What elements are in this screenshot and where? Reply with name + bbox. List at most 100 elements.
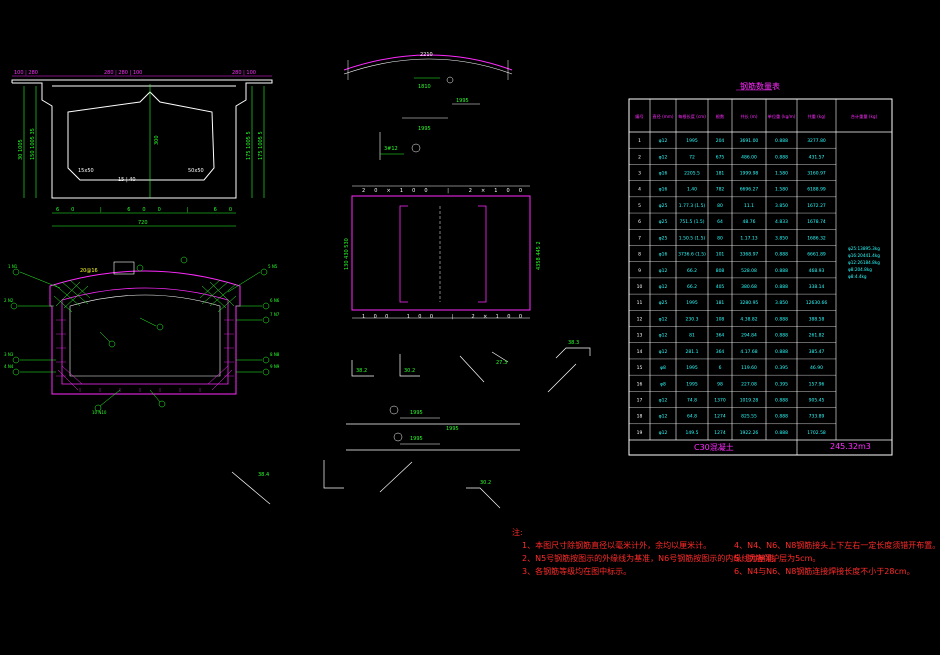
table-header-cell: 编号: [635, 113, 643, 120]
plan-dim-top-text: 20×100 | 2×100: [362, 188, 522, 194]
table-row-rules: [629, 148, 836, 424]
table-cell: 1686.32: [807, 235, 826, 241]
table-cell: 0.888: [775, 349, 788, 355]
table-cell: 1.50.5 (1.5): [679, 235, 706, 241]
table-cell: 48.76: [743, 219, 756, 225]
table-cell: φ12: [659, 138, 668, 144]
table-cell: 0.395: [775, 381, 788, 387]
table-cell: 1: [638, 138, 641, 144]
haunch-hatch-right: [199, 279, 237, 313]
table-cell: 5: [638, 203, 641, 209]
note-4: 4、N4、N6、N8钢筋接头上下左右一定长度须错开布置。: [734, 541, 940, 550]
table-cell: 9: [638, 268, 641, 274]
table-cell: φ8: [660, 365, 666, 371]
dim-mid-vertical: 300: [154, 135, 160, 145]
table-cell: 431.57: [809, 154, 825, 160]
table-total-line: φ8:4.4kg: [848, 274, 867, 279]
arch-dim-3: 1810: [418, 84, 431, 90]
dim-base-1: 60 | 600 | 60: [56, 207, 232, 213]
table-cell: φ12: [659, 284, 668, 290]
table-cell: 19: [637, 430, 643, 436]
table-cell: 17: [637, 397, 643, 403]
table-cell: 0.395: [775, 365, 788, 371]
bar-shape-2: [399, 354, 420, 377]
table-cell: 1995: [686, 365, 698, 371]
bar-dim-6: 38.3: [568, 340, 579, 346]
table-cell: 733.89: [809, 414, 825, 420]
table-header-cell: 每根长度 (cm): [678, 113, 706, 120]
table-cell: 11: [637, 300, 643, 306]
table-column-rules: [649, 99, 837, 440]
table-cell: 6: [638, 219, 641, 225]
table-cell: 72: [689, 154, 695, 160]
bar-shape-details: 38.2 30.2 27.3 1995 1995 38.3 1995 38.4 …: [231, 340, 591, 509]
table-cell: 4.38.82: [740, 316, 757, 322]
table-cell: 0.888: [775, 252, 788, 258]
table-cell: 12630.66: [806, 300, 828, 306]
notes-heading: 注:: [512, 528, 523, 537]
rebar-callout-label: 2 N2: [4, 298, 14, 303]
table-total-line: φ12:26184.8kg: [848, 260, 880, 265]
table-cell: 16: [637, 381, 643, 387]
plan-dim-bottom-text: 100 100 | 2×100: [362, 314, 522, 320]
table-cell: 13: [637, 333, 643, 339]
table-cell: 751.5 (1.5): [680, 219, 705, 225]
table-cell: 1995: [686, 300, 698, 306]
table-cell: 1995: [686, 381, 698, 387]
table-cell: 364: [716, 349, 725, 355]
rebar-callout-label: 10 N10: [92, 410, 107, 415]
table-cell: 10: [637, 284, 643, 290]
table-cell: 1274: [714, 414, 726, 420]
table-cell: 2: [638, 154, 641, 160]
table-header-cell: 共长 (m): [740, 113, 757, 120]
table-cell: 905.45: [809, 397, 825, 403]
arch-dim-1: 1995: [418, 126, 431, 132]
table-cell: 1922.26: [740, 430, 759, 436]
table-cell: φ12: [659, 316, 668, 322]
arch-dim-2: 2210: [420, 52, 433, 58]
table-cell: 1999.98: [740, 171, 759, 177]
arch-rebar-detail: 1995 2210 1810 3#12 1995: [343, 52, 513, 160]
table-cell: 64.8: [687, 414, 697, 420]
rebar-callout-label: 3 N3: [4, 352, 14, 357]
table-frame: [628, 98, 893, 456]
table-cell: 101: [716, 252, 725, 258]
table-cell: 0.888: [775, 333, 788, 339]
table-cell: 3280.95: [740, 300, 759, 306]
table-cell: 80: [717, 235, 723, 241]
table-cell: 1702.58: [807, 430, 826, 436]
table-title: 钢筋数量表: [740, 82, 780, 91]
table-cell: 4: [638, 187, 641, 193]
table-cell: 0.888: [775, 138, 788, 144]
table-cell: 675: [716, 154, 725, 160]
note-1: 1、本图尺寸除钢筋直径以毫米计外，余均以厘米计。: [522, 541, 712, 550]
table-cell: 1.77.3 (1.5): [679, 203, 706, 209]
arch-marker-1: [446, 76, 454, 84]
table-cell: 0.888: [775, 430, 788, 436]
table-cell: 782: [716, 187, 725, 193]
bar-dim-7: 1995: [446, 426, 459, 432]
table-cell: 80: [717, 203, 723, 209]
rebar-leaders: [18, 271, 262, 407]
notes-block-left: 注: 1、本图尺寸除钢筋直径以毫米计外，余均以厘米计。 2、N5号钢筋按图示的外…: [512, 526, 781, 578]
bar-shape-5: [555, 347, 591, 359]
table-cell: 3: [638, 171, 641, 177]
table-cell: 1370: [714, 397, 726, 403]
table-cell: φ12: [659, 333, 668, 339]
note-2: 2、N5号钢筋按图示的外缘线为基准，N6号钢筋按图示的内缘线为基准。: [522, 554, 782, 563]
table-cell: 338.14: [809, 284, 825, 290]
table-header-cell: 直径 (mm): [652, 113, 673, 119]
table-cell: 3277.80: [807, 138, 826, 144]
table-cell: 3.850: [775, 203, 788, 209]
table-cell: 468.93: [809, 268, 825, 274]
rebar-callout-label: 8 N8: [270, 352, 280, 357]
table-cell: φ12: [659, 397, 668, 403]
haunch-hatch-left: [53, 279, 91, 313]
bar-shape-13: [379, 461, 413, 493]
table-total-line: φ25:13895.3kg: [848, 246, 880, 251]
bar-shape-12: [323, 460, 344, 489]
table-footer-volume: 245.32m3: [830, 442, 871, 451]
table-cell: 230.3: [686, 316, 699, 322]
table-cell: 181: [716, 300, 725, 306]
